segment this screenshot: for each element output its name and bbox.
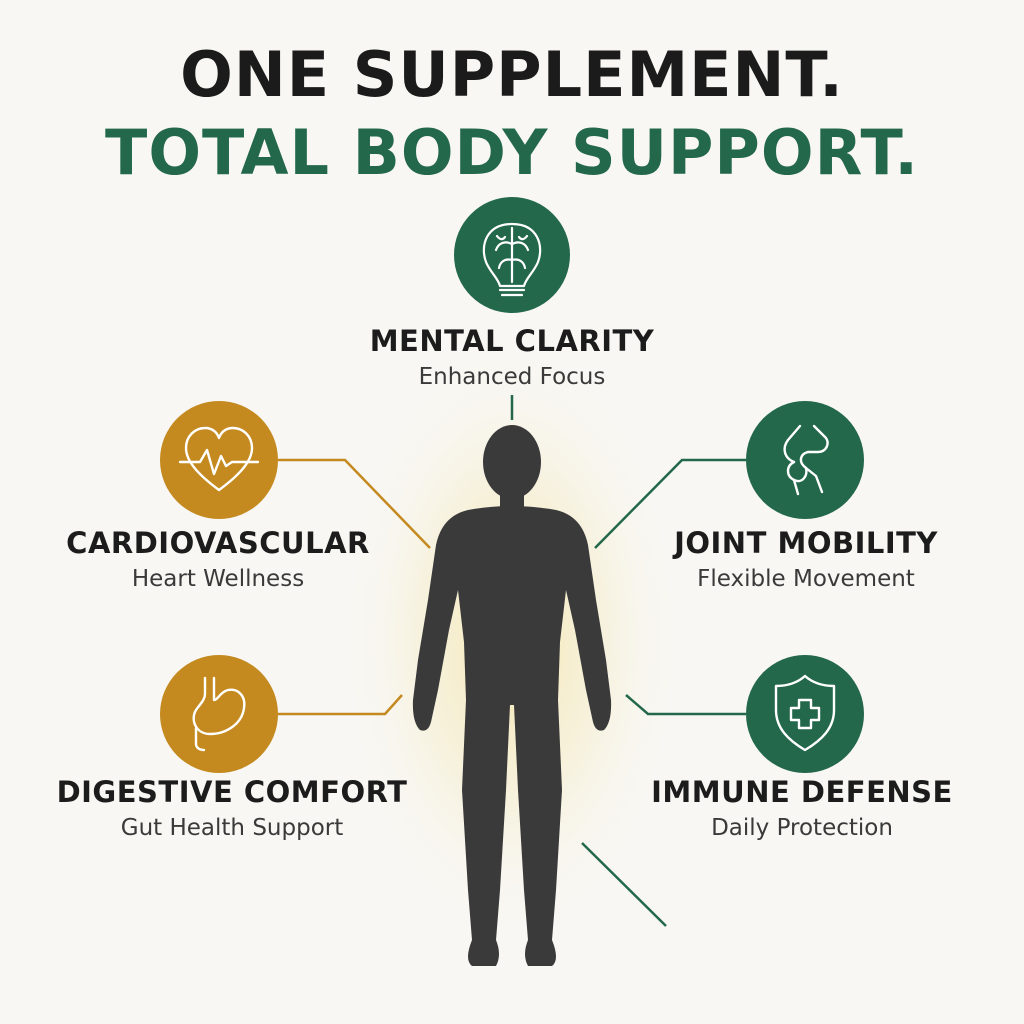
icon-badge-cardio	[160, 401, 278, 519]
icon-badge-mental	[454, 197, 570, 313]
headline-line-2: TOTAL BODY SUPPORT.	[105, 116, 919, 189]
connector-lines	[278, 395, 746, 927]
benefit-title: DIGESTIVE COMFORT	[56, 775, 408, 809]
benefit-subtitle: Daily Protection	[711, 815, 893, 841]
icon-badge-immune	[746, 655, 864, 773]
connector-extra	[581, 842, 667, 927]
benefit-joint-mobility: JOINT MOBILITY Flexible Movement	[606, 526, 1006, 592]
benefit-title: JOINT MOBILITY	[674, 526, 938, 560]
stomach-icon	[192, 676, 246, 752]
heart-pulse-icon	[178, 426, 260, 492]
benefit-subtitle: Gut Health Support	[120, 815, 344, 841]
connector-joint	[594, 458, 746, 549]
human-figure	[412, 425, 612, 966]
benefit-title: CARDIOVASCULAR	[66, 526, 370, 560]
benefit-cardiovascular: CARDIOVASCULAR Heart Wellness	[18, 526, 418, 592]
connector-cardio	[278, 458, 431, 549]
connector-digest	[278, 694, 403, 716]
benefit-subtitle: Heart Wellness	[131, 566, 305, 592]
benefit-digestive-comfort: DIGESTIVE COMFORT Gut Health Support	[32, 775, 432, 841]
icon-badge-joint	[746, 401, 864, 519]
benefit-subtitle: Enhanced Focus	[418, 364, 606, 390]
benefit-immune-defense: IMMUNE DEFENSE Daily Protection	[602, 775, 1002, 841]
benefit-title: IMMUNE DEFENSE	[651, 775, 953, 809]
icon-badge-digest	[160, 655, 278, 773]
connector-immune	[625, 694, 746, 716]
shield-cross-icon	[774, 674, 836, 752]
brain-bulb-icon	[482, 222, 542, 297]
benefit-mental-clarity: MENTAL CLARITY Enhanced Focus	[312, 324, 712, 390]
knee-joint-icon	[783, 424, 829, 496]
headline-line-1: ONE SUPPLEMENT.	[180, 38, 844, 111]
benefit-subtitle: Flexible Movement	[697, 566, 915, 592]
benefit-title: MENTAL CLARITY	[369, 324, 655, 358]
